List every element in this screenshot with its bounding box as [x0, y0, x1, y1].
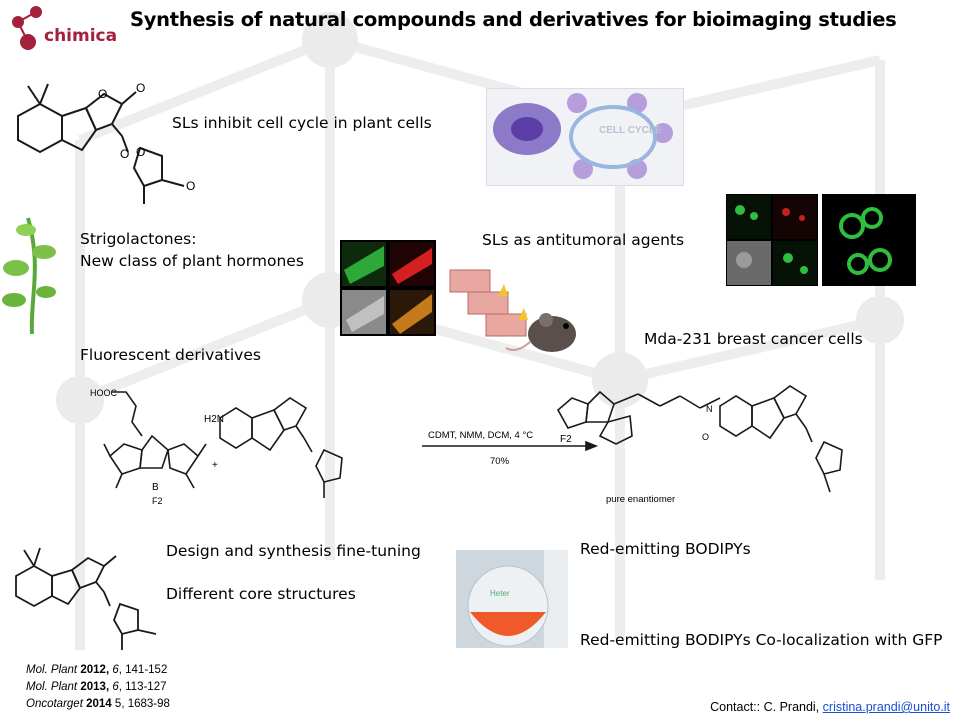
reaction-conditions: CDMT, NMM, DCM, 4 °C: [428, 430, 533, 441]
flask-label: Heter: [490, 589, 510, 598]
amide-n-label: N: [706, 404, 713, 414]
breast-cancer-caption: Mda-231 breast cancer cells: [644, 330, 863, 348]
cell-cycle-caption: SLs inhibit cell cycle in plant cells: [172, 114, 432, 132]
h2n-label: H2N: [204, 414, 224, 425]
contact-line: Contact:: C. Prandi, cristina.prandi@uni…: [710, 700, 950, 714]
plant-icon: [2, 217, 56, 334]
svg-text:O: O: [120, 147, 129, 161]
plant-microscopy-figure: [340, 240, 436, 336]
references: Mol. Plant 2012, 6, 141-152 Mol. Plant 2…: [26, 662, 170, 713]
colocalization-caption: Red-emitting BODIPYs Co-localization wit…: [580, 631, 943, 649]
svg-text:O: O: [136, 81, 145, 95]
reference-item: Mol. Plant 2013, 6, 113-127: [26, 681, 167, 693]
cell-cycle-figure: CELL CYCLE: [486, 88, 684, 186]
pure-enantiomer-label: pure enantiomer: [606, 494, 675, 505]
strigolactone-core-structure-icon: [15, 547, 157, 650]
svg-text:O: O: [136, 145, 145, 159]
plus-sign: +: [212, 460, 218, 471]
hooc-label: HOOC: [90, 388, 118, 398]
reference-item: Mol. Plant 2012, 6, 141-152: [26, 664, 168, 676]
logo-icon: [12, 6, 42, 50]
contact-prefix: Contact:: C. Prandi,: [710, 700, 823, 714]
breast-cancer-microscopy-large: [822, 194, 916, 286]
reaction-scheme: HOOC B F2 H2N + CDMT, NMM, DCM, 4 °C 70%…: [90, 385, 843, 506]
product-f2-label: F2: [560, 434, 572, 445]
mouse-tumor-illustration: [449, 269, 576, 352]
page-title: Synthesis of natural compounds and deriv…: [130, 8, 897, 31]
design-caption: Design and synthesis fine-tuning: [166, 542, 421, 560]
flask-photo: Heter: [456, 550, 568, 648]
red-emitting-caption: Red-emitting BODIPYs: [580, 540, 751, 558]
f2-label: F2: [152, 496, 163, 506]
antitumoral-caption: SLs as antitumoral agents: [482, 231, 685, 249]
fluorescent-caption: Fluorescent derivatives: [80, 346, 261, 364]
hormones-caption-line1: Strigolactones:: [80, 230, 197, 248]
svg-text:O: O: [98, 87, 107, 101]
amide-o-label: O: [702, 432, 709, 442]
reference-item: Oncotarget 2014 5, 1683-98: [26, 698, 170, 710]
cell-cycle-label: CELL CYCLE: [599, 125, 662, 136]
core-caption: Different core structures: [166, 585, 356, 603]
logo-text: chimica: [44, 26, 118, 46]
contact-email-link[interactable]: cristina.prandi@unito.it: [822, 700, 950, 714]
boron-label: B: [152, 482, 159, 493]
breast-cancer-microscopy-small: [726, 194, 818, 286]
svg-text:O: O: [186, 179, 195, 193]
hormones-caption-line2: New class of plant hormones: [80, 252, 304, 270]
reaction-yield: 70%: [490, 456, 510, 467]
